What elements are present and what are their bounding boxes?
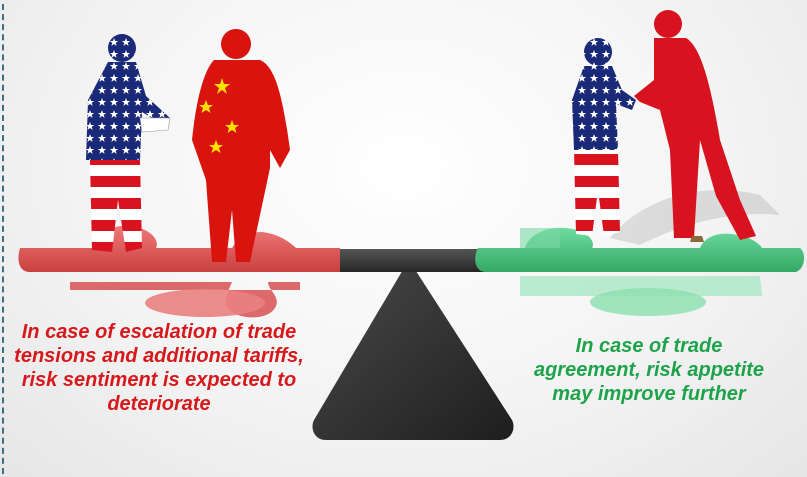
green-puzzle-piece xyxy=(475,227,805,316)
seesaw-fulcrum xyxy=(312,263,514,440)
escalation-caption: In case of escalation of trade tensions … xyxy=(14,321,304,415)
china-flag-figure-icon xyxy=(192,29,290,262)
agreement-caption: In case of trade agreement, risk appetit… xyxy=(533,335,765,405)
usa-flag-figure-icon xyxy=(86,34,171,252)
handshake-icon xyxy=(572,10,756,242)
red-puzzle-piece xyxy=(18,225,340,318)
dashed-left-border xyxy=(2,4,4,474)
